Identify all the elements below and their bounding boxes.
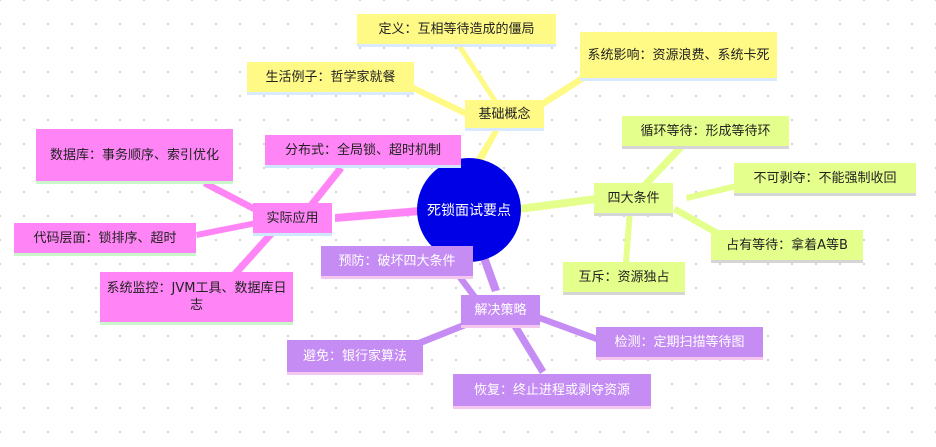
node-strategies-recover-label: 恢复：终止进程或剥夺资源 [473,382,630,398]
central-topic[interactable]: 死锁面试要点 [417,158,521,262]
connector-strategies-prevent [455,272,478,300]
node-strategies-prevent[interactable]: 预防：破坏四大条件 [321,246,473,276]
branch-practice[interactable]: 实际应用 [253,203,332,233]
connector-conditions-holdwait [673,206,722,238]
node-practice-distributed-label: 分布式：全局锁、超时机制 [284,142,441,158]
node-basics-definition-label: 定义：互相等待造成的僵局 [378,21,535,37]
central-topic-label: 死锁面试要点 [427,203,511,219]
connector-strategies-avoid [418,320,471,346]
connector-practice-distributed [306,166,344,210]
node-basics-example[interactable]: 生活例子：哲学家就餐 [247,62,414,92]
node-strategies-recover[interactable]: 恢复：终止进程或剥夺资源 [453,374,651,406]
node-conditions-mutex-label: 互斥：资源独占 [578,269,670,285]
node-conditions-cycle[interactable]: 循环等待：形成等待环 [622,116,789,146]
node-practice-monitor[interactable]: 系统监控：JVM工具、数据库日志 [100,272,293,322]
branch-conditions[interactable]: 四大条件 [594,183,673,213]
node-practice-database[interactable]: 数据库：事务顺序、索引优化 [36,129,233,181]
connector-basics-impact [530,76,586,112]
connector-conditions-cycle [640,145,684,189]
node-practice-code[interactable]: 代码层面：锁排序、超时 [14,223,196,253]
connector-practice-database [203,180,256,212]
node-conditions-holdwait[interactable]: 占有等待：拿着A等B [711,230,863,260]
connector-conditions-nonpreempt [686,183,737,201]
node-strategies-prevent-label: 预防：破坏四大条件 [338,253,456,269]
branch-basics[interactable]: 基础概念 [465,100,544,128]
connector-strategies-recover [512,324,546,374]
node-strategies-avoid[interactable]: 避免：银行家算法 [287,340,423,372]
node-basics-example-label: 生活例子：哲学家就餐 [265,69,396,85]
connector-basics-definition [455,44,502,107]
node-conditions-nonpreempt-label: 不可剥夺：不能强制收回 [753,170,897,186]
branch-strategies-label: 解决策略 [474,302,527,318]
branch-strategies[interactable]: 解决策略 [461,295,540,325]
connector-practice-monitor [232,232,274,276]
node-strategies-avoid-label: 避免：银行家算法 [302,348,407,364]
branch-basics-label: 基础概念 [478,106,531,122]
node-practice-monitor-label: 系统监控：JVM工具、数据库日志 [106,281,287,313]
connector-center-conditions [519,195,596,213]
branch-conditions-label: 四大条件 [607,190,660,206]
node-strategies-detect[interactable]: 检测：定期扫描等待图 [596,327,763,357]
node-conditions-nonpreempt[interactable]: 不可剥夺：不能强制收回 [734,163,916,193]
node-conditions-holdwait-label: 占有等待：拿着A等B [726,237,848,253]
node-strategies-detect-label: 检测：定期扫描等待图 [614,334,745,350]
node-practice-code-label: 代码层面：锁排序、超时 [33,230,177,246]
node-practice-distributed[interactable]: 分布式：全局锁、超时机制 [265,135,461,165]
connector-strategies-detect [536,314,598,342]
node-basics-impact[interactable]: 系统影响：资源浪费、系统卡死 [580,32,777,78]
node-practice-database-label: 数据库：事务顺序、索引优化 [49,147,219,163]
connector-practice-code [196,220,257,238]
connector-basics-example [410,84,470,118]
connector-center-practice [335,207,420,222]
branch-practice-label: 实际应用 [266,210,319,226]
node-basics-definition[interactable]: 定义：互相等待造成的僵局 [357,14,556,44]
node-basics-impact-label: 系统影响：资源浪费、系统卡死 [587,47,770,63]
connector-conditions-mutex [623,210,633,262]
node-conditions-cycle-label: 循环等待：形成等待环 [640,123,771,139]
node-conditions-mutex[interactable]: 互斥：资源独占 [563,262,685,292]
